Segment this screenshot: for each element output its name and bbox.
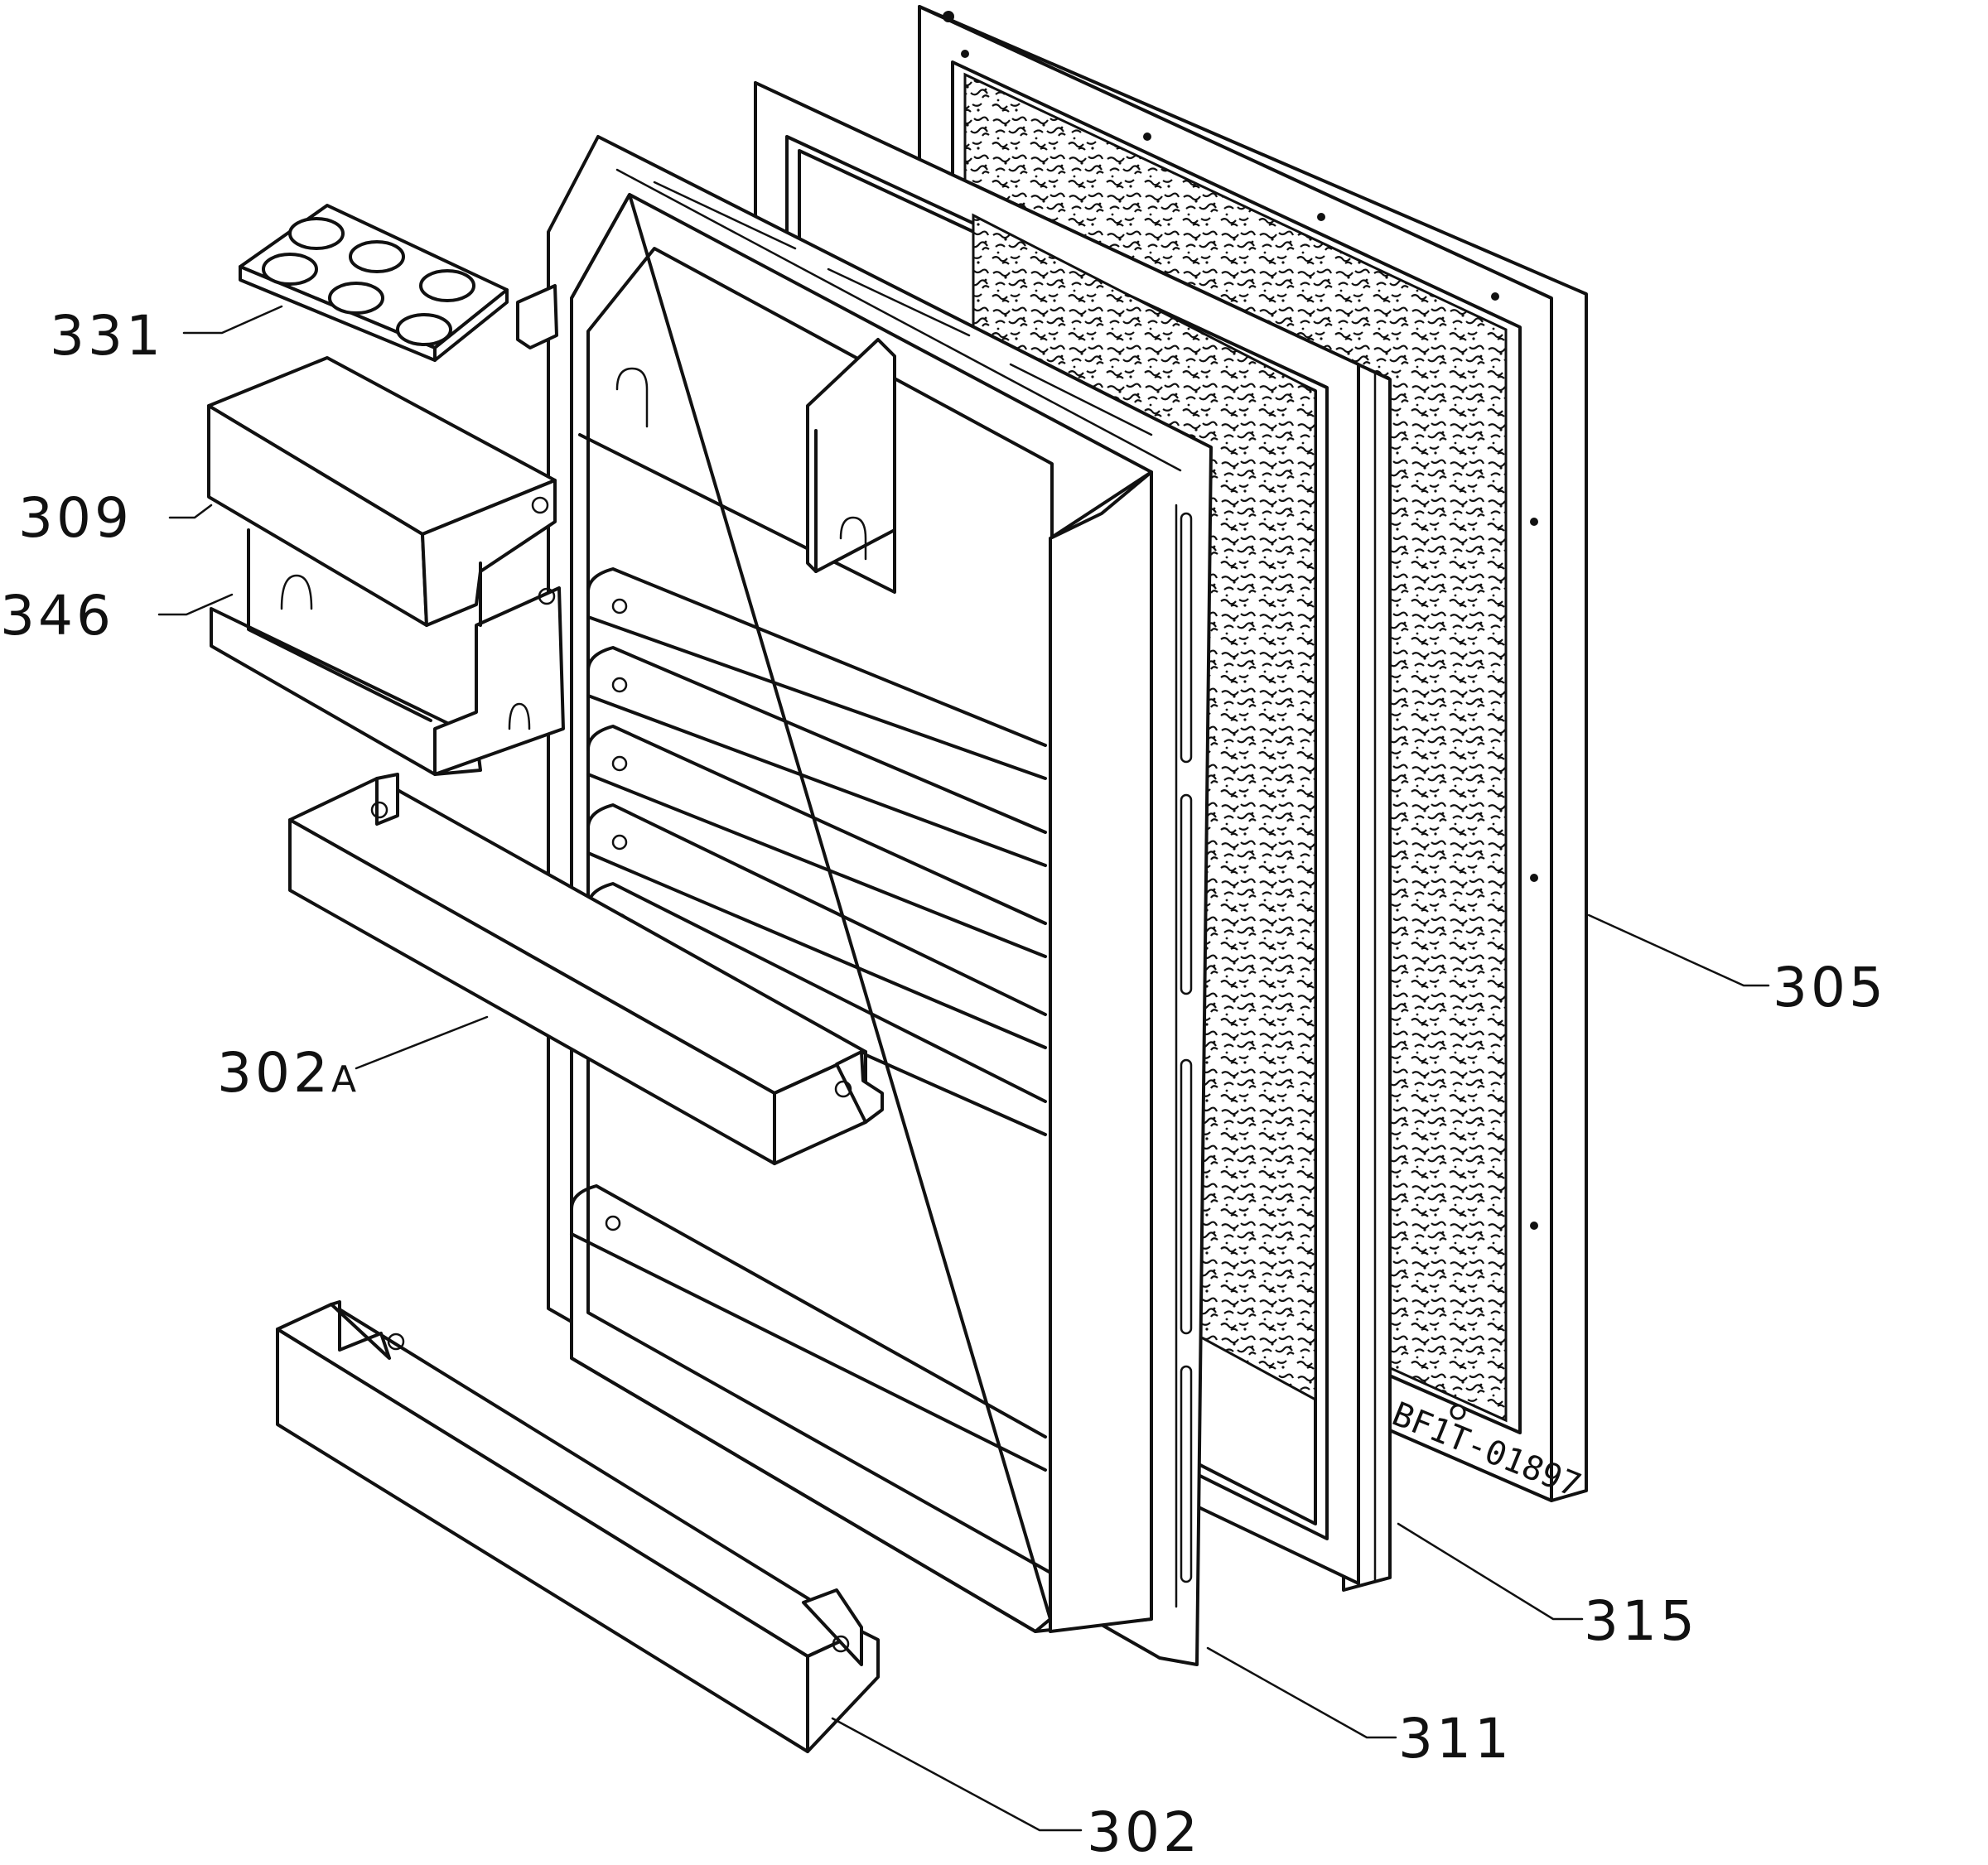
inner-door-liner — [516, 135, 1213, 1666]
door-shelf-bottom — [276, 1300, 880, 1753]
leader-315 — [1397, 1522, 1584, 1621]
leader-305 — [1587, 913, 1770, 987]
door-shelf-upper — [288, 773, 884, 1165]
leader-309 — [168, 504, 213, 519]
egg-tray — [239, 204, 509, 362]
label-302a: 302A — [217, 1041, 358, 1105]
label-302: 302 — [1087, 1800, 1201, 1864]
label-302a-number: 302 — [217, 1041, 331, 1105]
label-311: 311 — [1398, 1707, 1513, 1771]
label-331: 331 — [50, 304, 164, 368]
dairy-compartment-base — [210, 528, 565, 776]
leader-331 — [182, 305, 283, 335]
leader-346 — [157, 593, 234, 616]
label-302a-suffix: A — [331, 1058, 358, 1101]
leader-311 — [1206, 1646, 1397, 1739]
label-315: 315 — [1584, 1589, 1698, 1653]
leader-302a — [355, 1015, 489, 1070]
label-346: 346 — [0, 584, 114, 648]
label-305: 305 — [1773, 956, 1887, 1019]
dairy-compartment-lid — [207, 356, 557, 627]
label-309: 309 — [18, 486, 133, 550]
leader-lines — [157, 305, 1770, 1832]
shelf-rails — [570, 567, 1047, 1472]
leader-302 — [831, 1717, 1083, 1832]
